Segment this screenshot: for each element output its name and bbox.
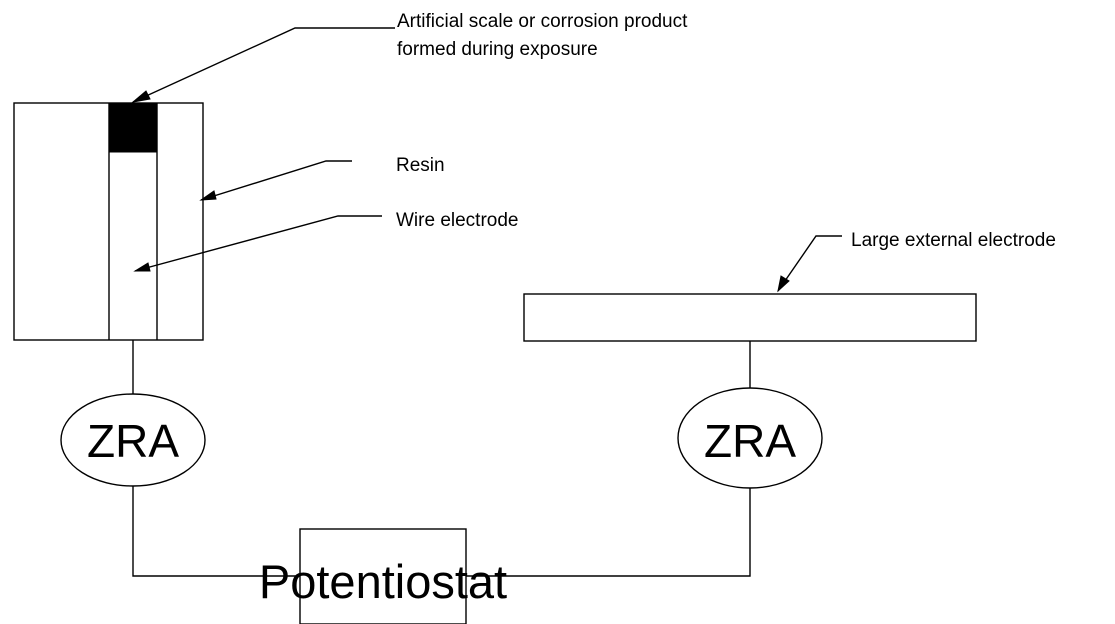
- label-resin: Resin: [396, 155, 445, 176]
- potentiostat: Potentiostat: [259, 528, 507, 624]
- leader-resin-arrowhead: [199, 190, 217, 201]
- leader-wire-line: [134, 215, 382, 272]
- label-large-external-electrode: Large external electrode: [851, 230, 1056, 251]
- electrode-assembly: [13, 102, 204, 341]
- wire-right-zra-to-potentiostat: [466, 488, 751, 577]
- leader-scale-line: [132, 27, 395, 103]
- label-scale-line2: formed during exposure: [397, 39, 598, 60]
- zra-left: ZRA: [60, 393, 206, 487]
- leader-resin-line: [200, 160, 352, 201]
- zra-right-ellipse: [677, 387, 823, 489]
- scale-corrosion-product: [108, 102, 158, 153]
- leader-resin: [199, 160, 352, 201]
- wire-left-zra-to-potentiostat: [132, 485, 300, 577]
- leader-scale: [131, 27, 395, 103]
- zra-right: ZRA: [677, 387, 823, 489]
- potentiostat-box: [299, 528, 467, 624]
- potentiostat-label: Potentiostat: [259, 555, 507, 608]
- label-scale-line1: Artificial scale or corrosion product: [397, 11, 688, 32]
- leader-external-line: [777, 235, 842, 292]
- zra-left-ellipse: [60, 393, 206, 487]
- zra-right-label: ZRA: [704, 415, 796, 467]
- leader-external-arrowhead: [777, 275, 790, 293]
- leader-scale-arrowhead: [131, 90, 151, 103]
- large-external-electrode: [523, 293, 977, 342]
- leader-wire: [133, 215, 382, 272]
- label-wire-electrode: Wire electrode: [396, 210, 519, 231]
- leader-wire-arrowhead: [133, 262, 151, 272]
- circuit-wires: [132, 340, 751, 577]
- zra-left-label: ZRA: [87, 415, 179, 467]
- leader-external: [777, 235, 842, 293]
